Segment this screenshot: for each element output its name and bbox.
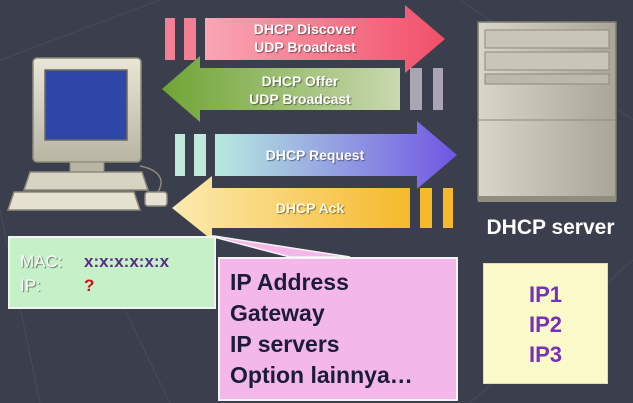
ip-pool-item-3: IP3 [528,342,563,367]
monitor-screen [44,69,128,141]
mac-value: x:x:x:x:x:x [84,252,170,271]
client-computer-icon [6,57,168,211]
computer-base [22,171,150,191]
discover-label-line1: DHCP Discover [253,21,357,37]
ack-label: DHCP Ack [212,199,408,217]
offer-stripe-2 [433,68,443,110]
ack-arrow-body [172,176,410,240]
ip-pool-item-2: IP2 [528,312,563,337]
server-bay-1 [484,29,610,49]
ack-label-line1: DHCP Ack [275,200,345,216]
client-address-box: MAC: x:x:x:x:x:x IP:? [8,236,216,309]
server-foot [478,196,616,202]
server-caption: DHCP server [486,216,615,239]
mouse-cable [139,165,162,193]
offer-stripe-1 [410,68,422,110]
server-bay-2 [484,51,610,71]
ip-label: IP: [20,276,41,295]
discover-stripe-2 [184,18,196,60]
mac-row: MAC: x:x:x:x:x:x [20,252,169,272]
discover-stripe-1 [165,18,175,60]
callout-pointer [209,235,351,258]
offer-info-box: IP Address Gateway IP servers Option lai… [218,257,458,401]
request-stripe-1 [175,134,185,176]
request-stripe-2 [194,134,206,176]
request-label: DHCP Request [215,146,415,164]
keyboard [6,191,142,211]
info-line-gateway: Gateway [230,300,325,326]
offer-arrow [162,56,443,122]
discover-label: DHCP Discover UDP Broadcast [205,20,405,56]
mac-label: MAC: [20,252,63,271]
server-tower-icon [477,21,617,202]
ip-pool-box: IP1 IP2 IP3 [483,263,608,384]
ack-stripe-2 [443,188,453,228]
offer-label-line2: UDP Broadcast [249,91,351,107]
offer-arrow-body [162,56,400,122]
info-line-options: Option lainnya… [230,362,413,388]
discover-arrow-body [205,5,445,73]
ip-pool-item-1: IP1 [528,282,563,307]
mouse [144,191,168,207]
request-arrow-body [215,121,457,189]
ack-stripe-1 [420,188,432,228]
offer-label-line1: DHCP Offer [261,73,339,89]
discover-label-line2: UDP Broadcast [254,39,356,55]
offer-label: DHCP Offer UDP Broadcast [200,72,400,108]
info-line-ip-servers: IP servers [230,331,340,357]
monitor-stand [69,161,105,173]
discover-arrow [165,5,445,73]
info-line-ip-address: IP Address [230,269,349,295]
request-label-line1: DHCP Request [265,147,365,163]
server-case [477,21,617,201]
ip-value: ? [84,276,95,295]
ip-row: IP:? [20,276,94,296]
server-bay-3 [484,73,610,85]
request-arrow [175,121,457,189]
ack-arrow [172,176,453,240]
